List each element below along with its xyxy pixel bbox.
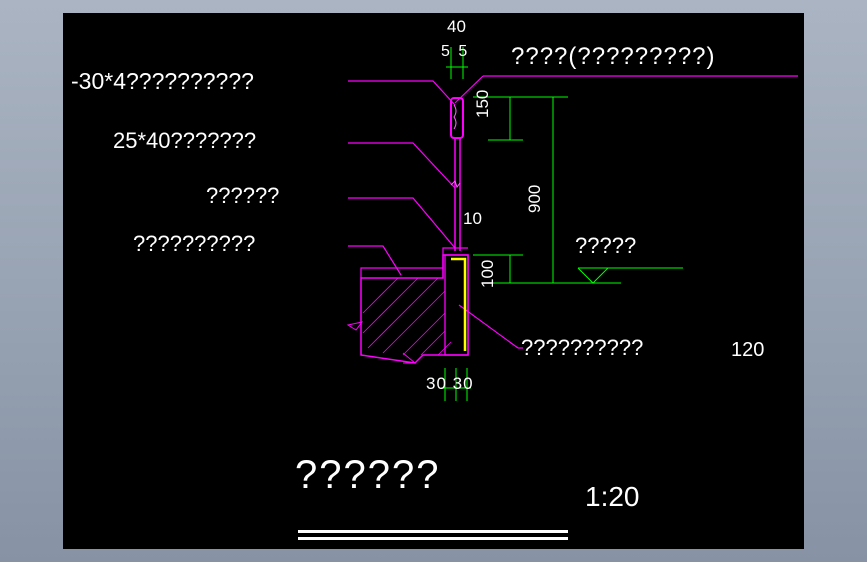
dim-10: 10 — [463, 209, 482, 228]
label-flat-steel: -30*4?????????? — [71, 68, 254, 94]
concrete-outline — [360, 254, 469, 364]
label-floor: ????? — [575, 233, 637, 258]
floor-finish — [360, 267, 443, 278]
title-underline — [298, 530, 568, 540]
label-fourth: ?????????? — [133, 231, 256, 256]
cad-drawing-canvas: 40 5 5 ????(?????????) -30*4?????????? 2… — [63, 13, 804, 549]
leader-fourth — [348, 245, 402, 276]
dim-120: 120 — [731, 339, 765, 361]
dim-top-total: 40 — [447, 17, 466, 36]
drawing-title: ?????? — [295, 453, 441, 497]
section-drawing — [298, 47, 798, 540]
curb-section — [346, 247, 469, 364]
leader-flat-steel — [348, 80, 456, 106]
label-square-tube: 25*40??????? — [113, 128, 257, 153]
handrail-wood — [450, 97, 464, 139]
dim-100: 100 — [478, 259, 497, 288]
label-curb: ?????????? — [521, 335, 644, 360]
label-handrail-type: ????(?????????) — [511, 43, 716, 70]
hatch — [362, 277, 452, 356]
dim-top-split: 5 5 — [441, 43, 470, 60]
dimension-lines — [441, 47, 683, 401]
leader-curb — [458, 304, 519, 349]
label-third: ?????? — [206, 183, 280, 208]
drawing-scale: 1:20 — [585, 481, 640, 512]
dim-150: 150 — [473, 89, 492, 118]
leader-square-tube — [348, 142, 456, 189]
leader-third — [348, 197, 456, 249]
dim-bottom: 30 30 — [426, 374, 474, 393]
steel-plate — [451, 257, 467, 351]
handrail — [450, 97, 464, 251]
leader-lines — [348, 75, 798, 349]
dim-900: 900 — [525, 184, 544, 213]
